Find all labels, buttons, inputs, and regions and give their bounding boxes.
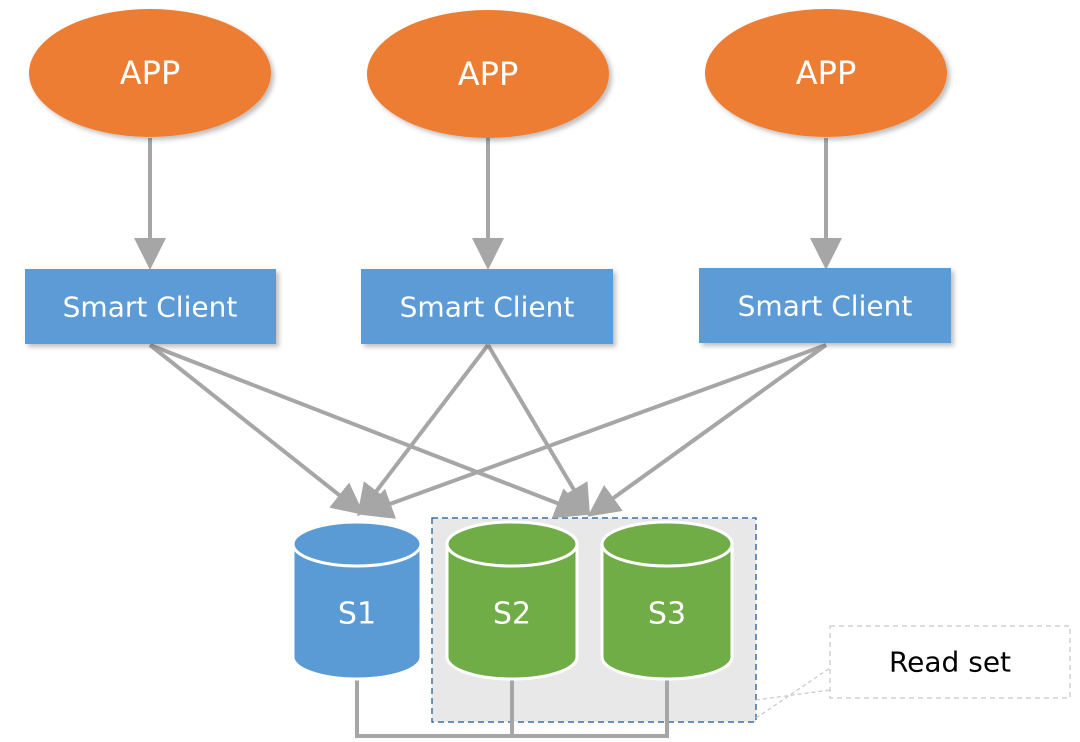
smart-client-label: Smart Client <box>738 290 913 323</box>
server-label: S3 <box>648 597 686 632</box>
client-to-server-arrow <box>148 343 365 515</box>
smart-client-node: Smart Client <box>361 269 613 344</box>
smart-client-node: Smart Client <box>699 268 951 343</box>
app-to-client-arrows <box>134 138 842 270</box>
client-to-server-arrow <box>587 343 828 517</box>
smart-client-node: Smart Client <box>25 269 276 344</box>
server-s3-cylinder: S3 <box>600 520 734 681</box>
read-set-callout <box>829 625 1071 699</box>
client-to-server-arrow <box>360 343 827 519</box>
server-label: S2 <box>493 597 531 632</box>
smart-client-label: Smart Client <box>400 291 575 324</box>
server-s2-cylinder: S2 <box>445 520 579 681</box>
read-set-callout-connector <box>755 667 831 719</box>
server-link-bracket <box>355 680 669 738</box>
app-node: APP <box>367 10 609 138</box>
smart-client-label: Smart Client <box>63 291 238 324</box>
app-label: APP <box>120 54 180 92</box>
client-to-server-arrow <box>486 343 591 517</box>
read-set-label: Read set <box>889 646 1011 679</box>
client-to-server-arrow <box>149 343 588 519</box>
app-label: APP <box>796 54 856 92</box>
client-to-server-arrows <box>148 343 828 519</box>
server-label: S1 <box>338 597 376 632</box>
server-s1-cylinder: S1 <box>291 520 423 681</box>
client-to-server-arrow <box>357 343 490 517</box>
app-node: APP <box>29 9 271 137</box>
app-node: APP <box>705 9 947 137</box>
app-label: APP <box>458 55 518 93</box>
